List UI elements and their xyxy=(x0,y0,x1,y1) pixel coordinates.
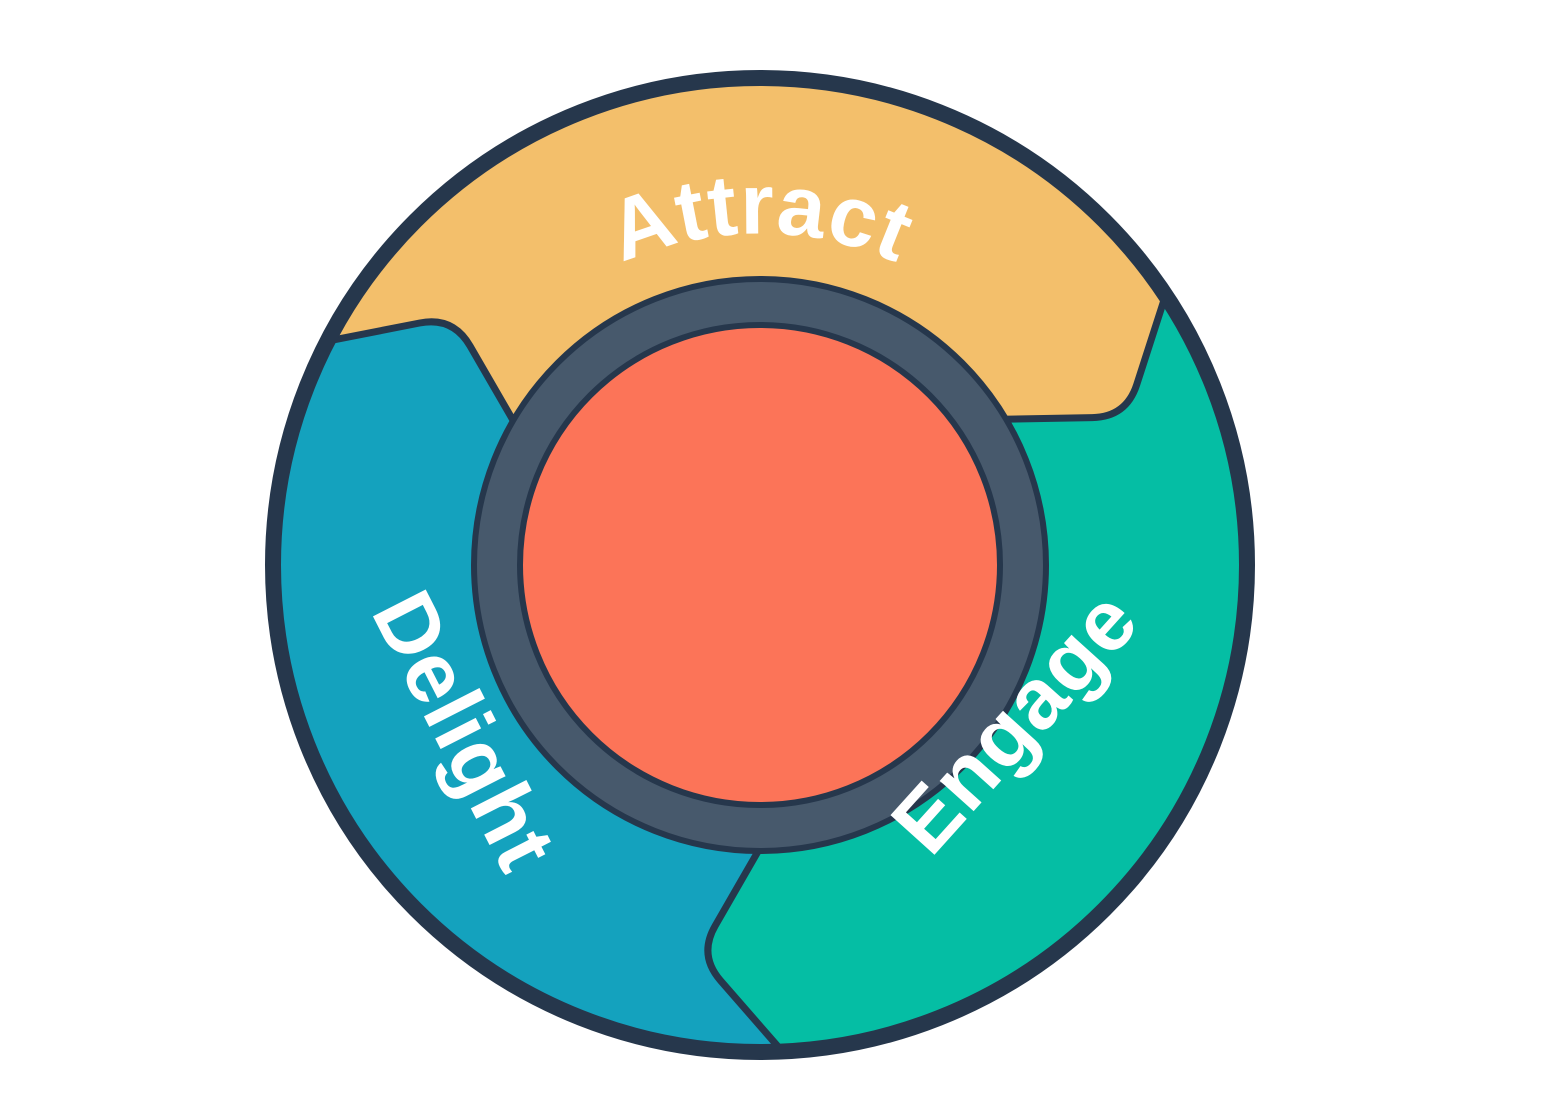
divider-arrow-attract-engage xyxy=(999,286,1171,423)
segment-delight-shape xyxy=(269,321,786,1056)
divider-arrow-delight-attract xyxy=(319,318,519,427)
hub-circle xyxy=(517,322,1003,808)
segment-engage-shape xyxy=(707,290,1252,1056)
divider-arrow-engage-delight xyxy=(704,844,790,1059)
outer-circle-outline xyxy=(265,70,1255,1060)
segment-attract-shape xyxy=(322,73,1168,424)
